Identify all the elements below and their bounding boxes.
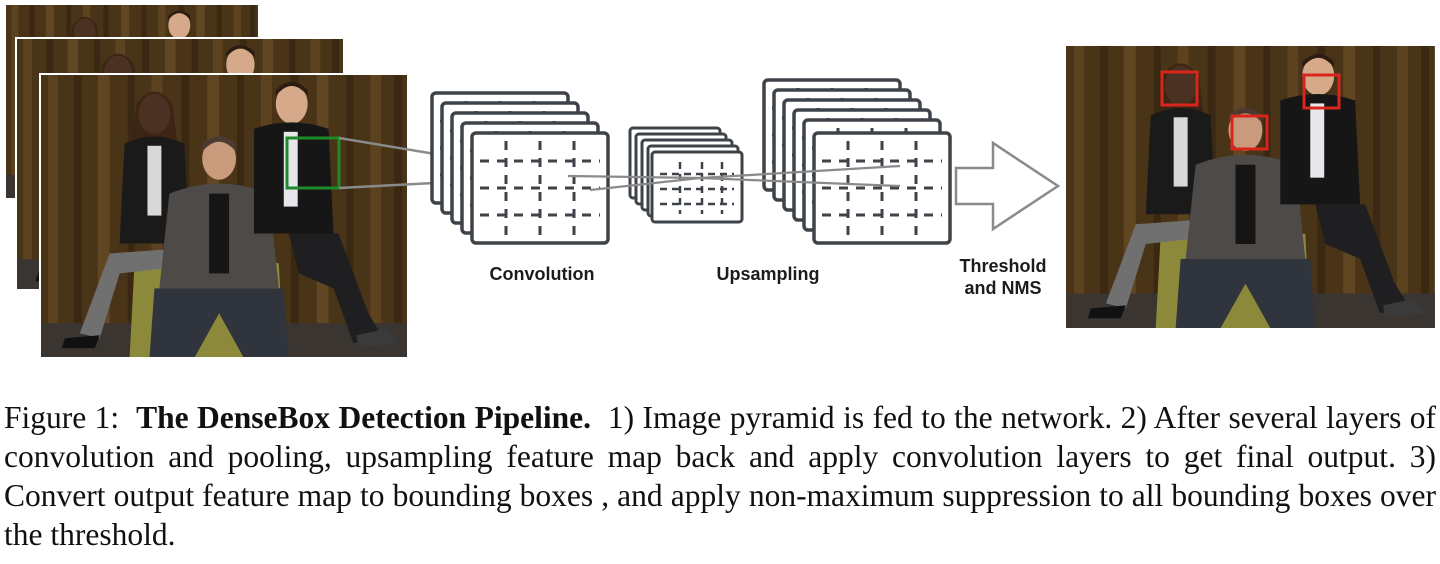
output-image — [1066, 46, 1435, 328]
detection-box — [1160, 70, 1199, 107]
threshold-arrow-icon — [954, 140, 1061, 232]
convolution-label: Convolution — [489, 264, 595, 284]
caption-label: Figure 1: — [4, 400, 120, 435]
caption-title: The DenseBox Detection Pipeline. — [136, 400, 591, 435]
upsampling-label: Upsampling — [716, 264, 820, 284]
threshold-label-line1: Threshold — [959, 256, 1047, 276]
connection-lines — [567, 164, 901, 192]
figure-caption: Figure 1: The DenseBox Detection Pipelin… — [4, 398, 1436, 554]
caption-body: 1) Image pyramid is fed to the network. … — [4, 400, 1437, 552]
input-image-pyramid — [6, 5, 409, 359]
threshold-label-line2: and NMS — [964, 278, 1042, 298]
pipeline-figure — [6, 5, 1435, 359]
input-crop-box — [285, 136, 341, 190]
pyramid-image-large — [40, 74, 408, 358]
pooled-feature-maps — [628, 126, 744, 224]
detection-box — [1302, 73, 1341, 110]
detection-box — [1230, 114, 1269, 151]
threshold-nms-label: Threshold and NMS — [940, 255, 1066, 299]
upsampling-feature-maps — [762, 78, 952, 245]
convolution-feature-maps — [430, 91, 610, 245]
